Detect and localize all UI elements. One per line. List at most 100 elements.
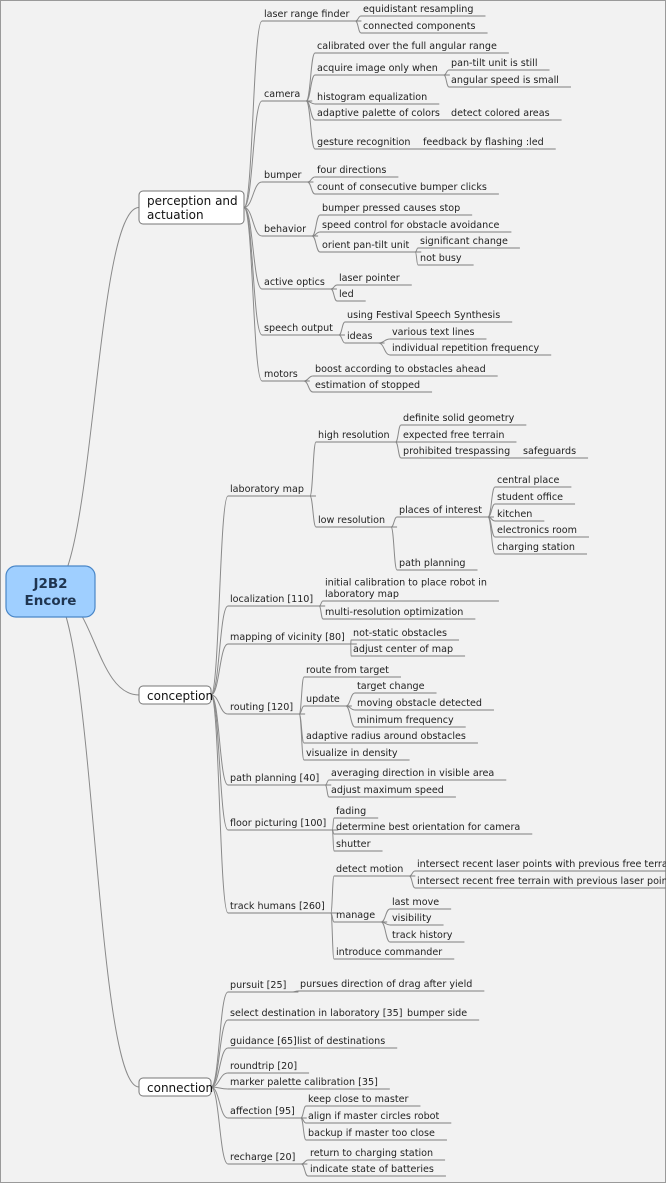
topic-node[interactable]: track humans [260] bbox=[228, 901, 337, 914]
topic-node[interactable]: intersect recent free terrain with previ… bbox=[415, 876, 666, 889]
topic-node[interactable]: averaging direction in visible area bbox=[329, 768, 507, 781]
topic-node[interactable]: pan-tilt unit is still bbox=[449, 58, 550, 71]
topic-node[interactable]: detect colored areas bbox=[449, 108, 562, 121]
topic-node[interactable]: return to charging station bbox=[308, 1148, 446, 1161]
topic-node[interactable]: path planning [40] bbox=[228, 773, 332, 786]
topic-node[interactable]: laboratory map bbox=[228, 484, 316, 497]
topic-node[interactable]: connected components bbox=[361, 21, 488, 34]
root-topic[interactable]: J2B2 Encore bbox=[5, 565, 96, 618]
topic-node[interactable]: using Festival Speech Synthesis bbox=[345, 310, 513, 323]
topic-node[interactable]: speed control for obstacle avoidance bbox=[320, 220, 512, 233]
topic-label: active optics bbox=[264, 277, 325, 288]
topic-node[interactable]: kitchen bbox=[495, 509, 545, 522]
topic-node[interactable]: adjust center of map bbox=[351, 644, 466, 657]
topic-node[interactable]: count of consecutive bumper clicks bbox=[315, 182, 499, 195]
branch-topic[interactable]: connection bbox=[138, 1077, 213, 1097]
topic-node[interactable]: update bbox=[304, 694, 352, 707]
topic-node[interactable]: bumper bbox=[262, 170, 314, 183]
topic-node[interactable]: shutter bbox=[334, 839, 383, 852]
topic-node[interactable]: high resolution bbox=[316, 430, 402, 443]
topic-node[interactable]: roundtrip [20] bbox=[228, 1061, 310, 1074]
topic-node[interactable]: four directions bbox=[315, 165, 399, 178]
topic-node[interactable]: feedback by flashing :led bbox=[421, 137, 556, 150]
topic-node[interactable]: bumper side bbox=[405, 1008, 480, 1021]
topic-node[interactable]: minimum frequency bbox=[355, 715, 466, 728]
topic-node[interactable]: pursues direction of drag after yield bbox=[298, 979, 485, 992]
topic-node[interactable]: places of interest bbox=[397, 505, 494, 518]
topic-node[interactable]: definite solid geometry bbox=[401, 413, 527, 426]
topic-node[interactable]: laser pointer bbox=[337, 273, 412, 286]
topic-node[interactable]: angular speed is small bbox=[449, 75, 571, 88]
topic-label: speech output bbox=[264, 323, 333, 334]
topic-node[interactable]: indicate state of batteries bbox=[308, 1164, 446, 1177]
topic-node[interactable]: motors bbox=[262, 369, 310, 382]
topic-node[interactable]: backup if master too close bbox=[306, 1128, 447, 1141]
topic-node[interactable]: significant change bbox=[418, 236, 520, 249]
topic-node[interactable]: affection [95] bbox=[228, 1106, 307, 1119]
topic-node[interactable]: laser range finder bbox=[262, 9, 362, 22]
topic-node[interactable]: speech output bbox=[262, 323, 345, 336]
topic-node[interactable]: central place bbox=[495, 475, 572, 488]
topic-node[interactable]: gesture recognition bbox=[315, 137, 423, 150]
topic-node[interactable]: individual repetition frequency bbox=[390, 343, 552, 356]
topic-label-line: initial calibration to place robot in bbox=[325, 578, 487, 589]
topic-node[interactable]: boost according to obstacles ahead bbox=[313, 364, 498, 377]
topic-node[interactable]: adaptive radius around obstacles bbox=[304, 731, 478, 744]
topic-node[interactable]: various text lines bbox=[390, 327, 487, 340]
topic-node[interactable]: ideas bbox=[345, 331, 385, 344]
topic-node[interactable]: acquire image only when bbox=[315, 63, 450, 76]
topic-node[interactable]: manage bbox=[334, 910, 388, 923]
topic-node[interactable]: moving obstacle detected bbox=[355, 698, 494, 711]
topic-node[interactable]: prohibited trespassing bbox=[401, 446, 523, 459]
topic-node[interactable]: behavior bbox=[262, 224, 319, 237]
branch-topic[interactable]: conception bbox=[138, 685, 213, 705]
topic-node[interactable]: camera bbox=[262, 89, 313, 102]
topic-node[interactable]: determine best orientation for camera bbox=[334, 822, 533, 835]
topic-node[interactable]: floor picturing [100] bbox=[228, 818, 339, 831]
topic-node[interactable]: active optics bbox=[262, 277, 337, 290]
topic-node[interactable]: path planning bbox=[397, 558, 478, 571]
topic-node[interactable]: charging station bbox=[495, 542, 588, 555]
topic-node[interactable]: safeguards bbox=[521, 446, 589, 459]
topic-node[interactable]: intersect recent laser points with previ… bbox=[415, 859, 666, 872]
topic-node[interactable]: multi-resolution optimization bbox=[323, 607, 476, 620]
topic-node[interactable]: visibility bbox=[390, 913, 444, 926]
topic-node[interactable]: mapping of vicinity [80] bbox=[228, 632, 357, 645]
topic-node[interactable]: detect motion bbox=[334, 864, 416, 877]
topic-node[interactable]: bumper pressed causes stop bbox=[320, 203, 473, 216]
topic-node[interactable]: route from target bbox=[304, 665, 401, 678]
topic-node[interactable]: recharge [20] bbox=[228, 1152, 308, 1165]
topic-node[interactable]: adaptive palette of colors bbox=[315, 108, 452, 121]
topic-node[interactable]: marker palette calibration [35] bbox=[228, 1077, 390, 1090]
topic-node[interactable]: localization [110] bbox=[228, 594, 326, 607]
topic-node[interactable]: initial calibration to place robot inlab… bbox=[323, 578, 499, 602]
topic-node[interactable]: visualize in density bbox=[304, 748, 410, 761]
topic-node[interactable]: fading bbox=[334, 806, 379, 819]
topic-node[interactable]: track history bbox=[390, 930, 465, 943]
topic-node[interactable]: electronics room bbox=[495, 525, 589, 538]
topic-node[interactable]: keep close to master bbox=[306, 1094, 421, 1107]
topic-node[interactable]: target change bbox=[355, 681, 437, 694]
topic-node[interactable]: routing [120] bbox=[228, 702, 306, 715]
topic-label: pursues direction of drag after yield bbox=[300, 979, 472, 990]
topic-node[interactable]: orient pan-tilt unit bbox=[320, 240, 422, 253]
topic-node[interactable]: adjust maximum speed bbox=[329, 785, 456, 798]
topic-node[interactable]: calibrated over the full angular range bbox=[315, 41, 509, 54]
topic-node[interactable]: led bbox=[337, 289, 366, 302]
topic-node[interactable]: estimation of stopped bbox=[313, 380, 433, 393]
topic-node[interactable]: select destination in laboratory [35] bbox=[228, 1008, 415, 1021]
topic-node[interactable]: not-static obstacles bbox=[351, 628, 460, 641]
topic-node[interactable]: list of destinations bbox=[295, 1036, 398, 1049]
topic-node[interactable]: pursuit [25] bbox=[228, 980, 299, 993]
topic-node[interactable]: not busy bbox=[418, 253, 474, 266]
topic-label: visualize in density bbox=[306, 748, 398, 759]
topic-node[interactable]: introduce commander bbox=[334, 947, 455, 960]
topic-node[interactable]: low resolution bbox=[316, 515, 398, 528]
topic-node[interactable]: last move bbox=[390, 897, 452, 910]
topic-node[interactable]: histogram equalization bbox=[315, 92, 440, 105]
topic-node[interactable]: expected free terrain bbox=[401, 430, 517, 443]
topic-node[interactable]: align if master circles robot bbox=[306, 1111, 452, 1124]
topic-node[interactable]: equidistant resampling bbox=[361, 4, 486, 17]
topic-node[interactable]: student office bbox=[495, 492, 576, 505]
